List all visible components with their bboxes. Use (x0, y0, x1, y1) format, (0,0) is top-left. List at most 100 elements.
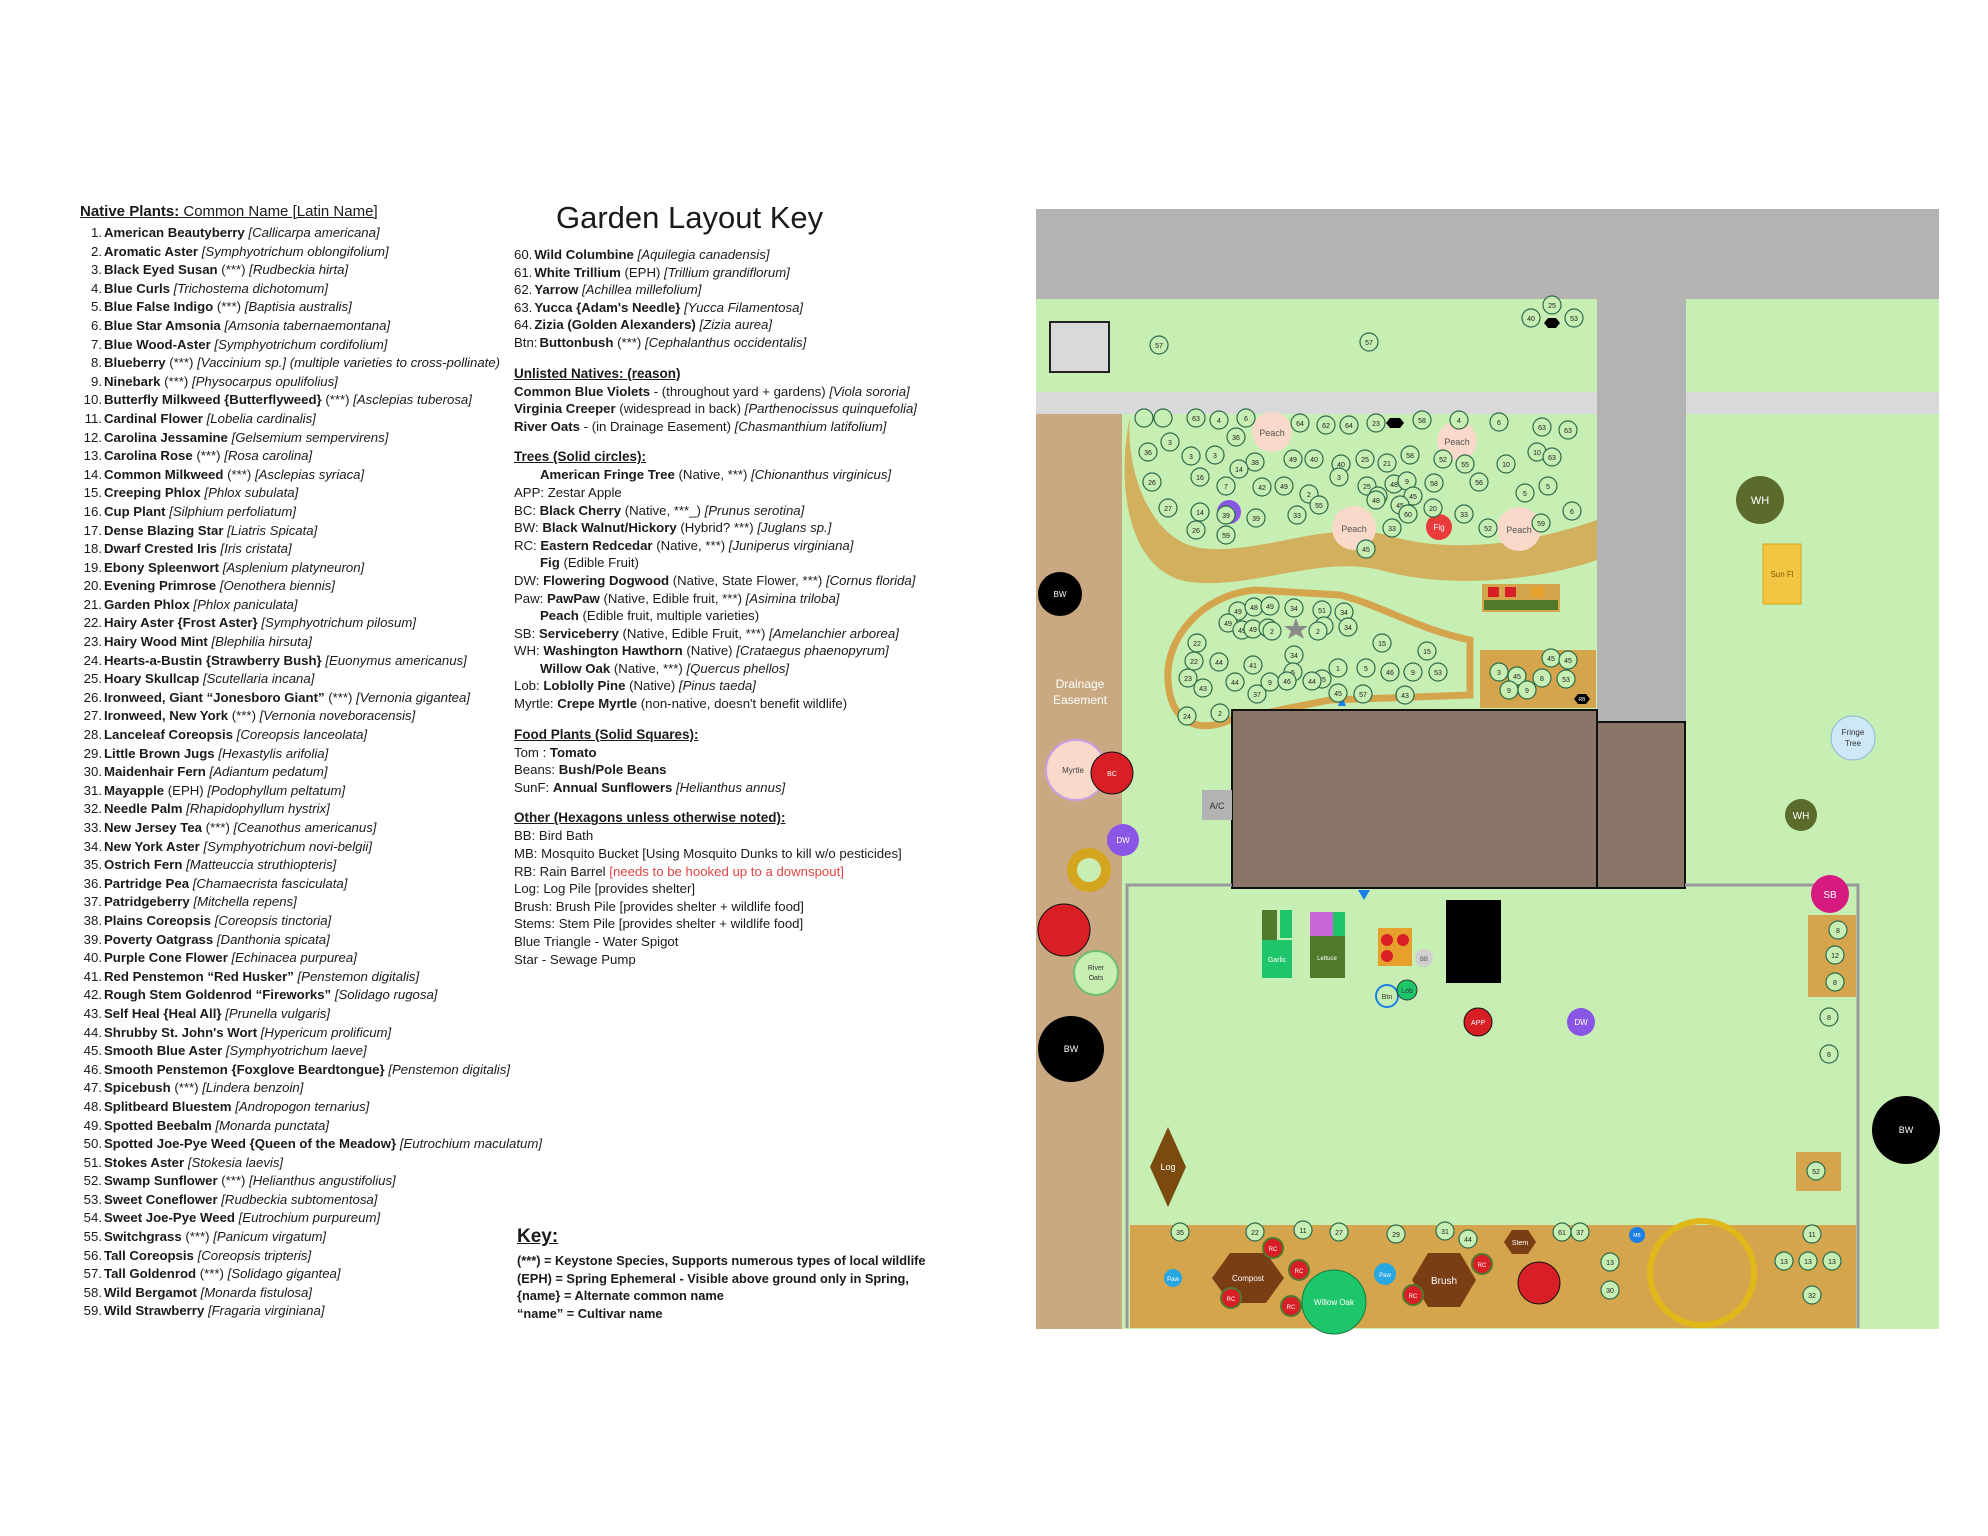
plant-marker-number: 27 (1335, 1230, 1343, 1237)
tree-item: SB: Serviceberry (Native, Edible Fruit, … (514, 625, 1034, 643)
plant-list-item: 54.Sweet Joe-Pye Weed [Eutrochium purpur… (80, 1209, 520, 1228)
plant-marker (1252, 477, 1272, 497)
tomato-marker (1381, 950, 1393, 962)
plant-marker (1302, 671, 1322, 691)
plant-name: Smooth Penstemon {Foxglove Beardtongue} (104, 1061, 385, 1077)
plant-name: Blue Star Amsonia (104, 317, 221, 333)
brush-label: Brush (1431, 1276, 1457, 1287)
plant-name: Poverty Oatgrass (104, 931, 214, 947)
plant-number: 39. (83, 931, 102, 947)
peach-label: Peach (1259, 428, 1285, 438)
tree-item: BW: Black Walnut/Hickory (Hybrid? ***) [… (514, 519, 1034, 537)
plant-marker (1489, 412, 1509, 432)
other-item: Brush: Brush Pile [provides shelter + wi… (514, 898, 1034, 916)
food-square (1531, 587, 1544, 597)
plant-list-item: 23.Hairy Wood Mint [Blephilia hirsuta] (80, 633, 520, 652)
plant-list-item: 45.Smooth Blue Aster [Symphyotrichum lae… (80, 1042, 520, 1061)
plant-marker (1366, 413, 1386, 433)
bird-bath (1415, 949, 1433, 967)
other-item: Star - Sewage Pump (514, 951, 1034, 969)
plant-marker (1386, 1224, 1406, 1244)
plant-latin: [Baptisia australis] (244, 299, 352, 315)
plant-number: 16. (83, 503, 102, 519)
key-line: (EPH) = Spring Ephemeral - Visible above… (517, 1270, 909, 1286)
plant-list-item: 30.Maidenhair Fern [Adiantum pedatum] (80, 763, 520, 782)
plant-list-item: 55.Switchgrass (***) [Panicum virgatum] (80, 1228, 520, 1247)
plant-number: 7. (91, 336, 102, 352)
plant-number: 21. (83, 596, 102, 612)
tree-code: Paw: (514, 590, 544, 606)
plant-marker-number: 49 (1234, 609, 1242, 616)
plant-latin: [Panicum virgatum] (213, 1229, 327, 1245)
tree-name: Black Walnut/Hickory (542, 520, 677, 536)
other-text: MB: Mosquito Bucket [Using Mosquito Dunk… (514, 846, 902, 862)
plant-name: Carolina Rose (104, 448, 193, 464)
native-plant-list: 1.American Beautyberry [Callicarpa ameri… (80, 224, 542, 1321)
plant-marker-number: 5 (1523, 491, 1527, 498)
rc-label: RC (1269, 1247, 1278, 1253)
tree-item: Fig (Edible Fruit) (514, 554, 1034, 572)
other-item: BB: Bird Bath (514, 827, 1034, 845)
plant-list-item: 7.Blue Wood-Aster [Symphyotrichum cordif… (80, 336, 520, 355)
plant-latin: [Hypericum prolificum] (260, 1024, 392, 1040)
tree-latin: [Juglans sp.] (757, 520, 832, 536)
plant-marker (1819, 1007, 1839, 1027)
hawthorn-tree (1785, 799, 1817, 831)
plant-marker-number: 53 (1570, 316, 1578, 323)
river-oats-label: Oats (1089, 975, 1104, 982)
tree-note: (Native, ***_) (621, 502, 701, 518)
plant-marker (1209, 652, 1229, 672)
plant-marker-number: 3 (1168, 440, 1172, 447)
plant-marker-number: 6 (1497, 420, 1501, 427)
plant-list-item: 28.Lanceleaf Coreopsis [Coreopsis lanceo… (80, 726, 520, 745)
plant-marker-number: 40 (1310, 457, 1318, 464)
plant-marker-number: 42 (1258, 485, 1266, 492)
other-item: Blue Triangle - Water Spigot (514, 933, 1034, 951)
plant-marker (1316, 415, 1336, 435)
plant-marker (1186, 520, 1206, 540)
plant-latin: [Scutellaria incana] (202, 671, 315, 687)
plant-number: 4. (91, 280, 102, 296)
plant-number: 61. (514, 264, 533, 280)
plant-latin: [Iris cristata] (220, 541, 292, 557)
plant-list-item: 3.Black Eyed Susan (***) [Rudbeckia hirt… (80, 261, 520, 280)
plant-marker (1226, 427, 1246, 447)
unlisted-name: Virginia Creeper (514, 401, 616, 417)
plant-latin: [Oenothera biennis] (219, 578, 335, 594)
plant-marker-number: 52 (1484, 526, 1492, 533)
plant-marker-number: 22 (1190, 659, 1198, 666)
plant-marker (1142, 472, 1162, 492)
plant-list-item: 51.Stokes Aster [Stokesia laevis] (80, 1154, 520, 1173)
tree-item: Paw: PawPaw (Native, Edible fruit, ***) … (514, 590, 1034, 608)
key-column: 60.Wild Columbine [Aquilegia canadensis]… (514, 246, 1034, 968)
plant-number: 1. (91, 225, 102, 240)
plant-name: Red Penstemon “Red Husker” (104, 968, 294, 984)
plant-marker-number: 58 (1406, 453, 1414, 460)
plant-name: Creeping Phlox (104, 485, 201, 501)
plant-latin: [Blephilia hirsuta] (211, 634, 312, 650)
plant-name: Wild Bergamot (104, 1284, 197, 1300)
unlisted-name: Common Blue Violets (514, 383, 651, 399)
plant-marker-number: 45 (1362, 547, 1370, 554)
plant-note: (EPH) (624, 264, 661, 280)
plant-latin: [Podophyllum peltatum] (207, 782, 346, 798)
plant-number: 18. (83, 541, 102, 557)
plant-marker (1287, 505, 1307, 525)
plant-number: 15. (83, 485, 102, 501)
plant-latin: [Asplenium platyneuron] (222, 559, 365, 575)
plant-note: (***) (169, 355, 194, 371)
plant-note: (***) (221, 1173, 246, 1189)
plant-marker (1328, 683, 1348, 703)
plant-number: 17. (83, 522, 102, 538)
plant-marker-number: 59 (1537, 521, 1545, 528)
other-item: Log: Log Pile [provides shelter] (514, 880, 1034, 898)
tree-item: Lob: Loblolly Pine (Native) [Pinus taeda… (514, 677, 1034, 695)
plant-marker (1454, 504, 1474, 524)
plant-number: 27. (83, 708, 102, 724)
plant-number: 28. (83, 727, 102, 743)
garlic-bed (1262, 940, 1292, 978)
plant-latin: [Zizia aurea] (699, 317, 773, 333)
black-walnut-tree (1038, 1016, 1104, 1082)
plant-marker-number: 55 (1461, 462, 1469, 469)
plant-name: Yucca {Adam's Needle} (534, 299, 681, 315)
